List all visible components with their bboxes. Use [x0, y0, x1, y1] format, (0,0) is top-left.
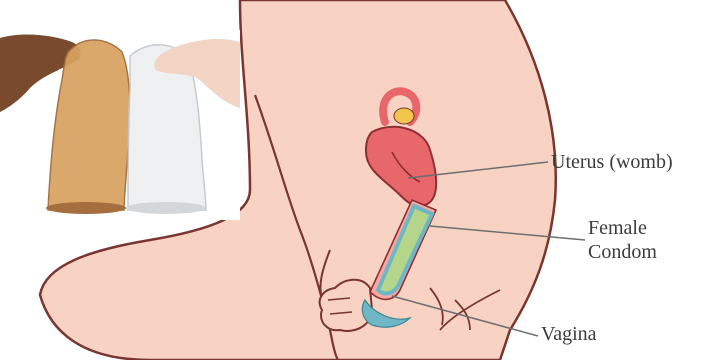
- label-vagina: Vagina: [541, 322, 597, 346]
- label-female-condom-line2: Condom: [588, 240, 657, 264]
- photo-tan-ring: [46, 202, 126, 214]
- ovary: [394, 108, 414, 124]
- product-photo: [0, 30, 240, 220]
- photo-clear-ring: [126, 202, 206, 214]
- label-female-condom: Female Condom: [588, 216, 657, 264]
- label-female-condom-line1: Female: [588, 216, 657, 240]
- label-uterus: Uterus (womb): [551, 150, 673, 174]
